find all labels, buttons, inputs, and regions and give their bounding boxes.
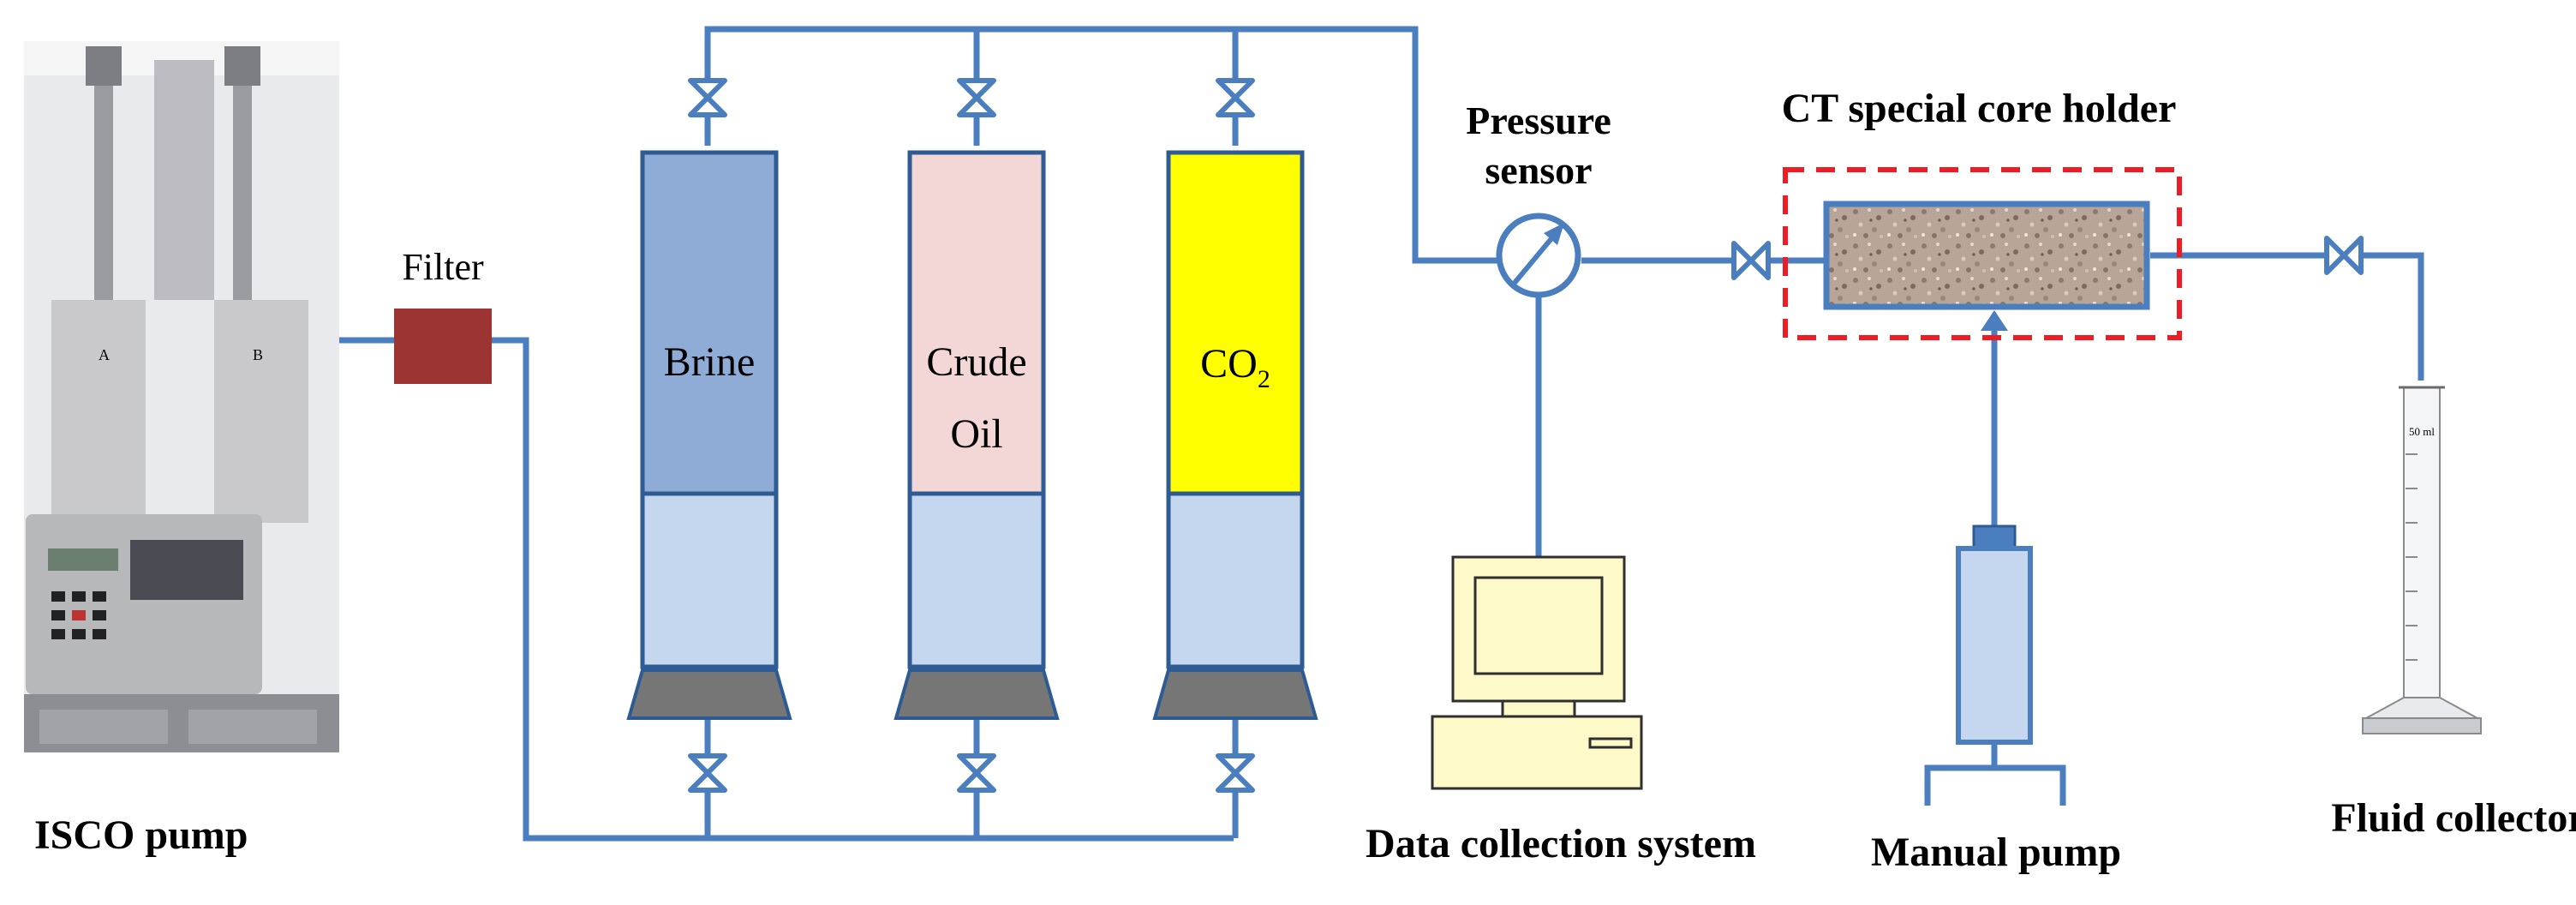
crude-oil-label-line1: Crude [926,339,1026,385]
core-holder-label: CT special core holder [1782,86,2177,131]
cylinder-volume-mark: 50 ml [2409,425,2435,438]
core-sample [1823,201,2150,310]
desktop-computer-icon [1431,555,1643,790]
pressure-gauge-icon [1496,213,1581,298]
pressure-sensor-label-line2: sensor [1485,148,1592,192]
valve-icons [688,78,2364,793]
co2-vessel [1152,150,1318,720]
valve-icon [1731,241,1771,280]
pump-tag-a: A [99,346,110,363]
pump-tag-b: B [253,346,263,363]
valve-icon [688,78,727,117]
brine-vessel [626,150,792,720]
brine-label: Brine [664,339,756,385]
valve-icon [957,78,996,117]
valve-icon [1216,753,1255,793]
filter-block [394,309,492,384]
valve-icon [1216,78,1255,117]
data-collection-label: Data collection system [1366,821,1756,866]
manual-pump-syringe [1956,524,2033,745]
filter-label: Filter [402,246,484,288]
core-holder-dashed-frame [1783,167,2182,340]
graduated-cylinder-icon [2362,386,2482,734]
manual-pump-arrow-icon [1981,310,2008,331]
pressure-sensor-label-line1: Pressure [1466,99,1611,142]
pipe-network [274,26,2424,842]
fluid-collector-label: Fluid collector [2331,795,2576,841]
isco-pump-label: ISCO pump [34,812,248,858]
co2-label: CO2 [1200,341,1270,393]
valve-icon [957,753,996,793]
valve-icon [2324,236,2364,275]
crude-oil-vessel [894,150,1060,720]
valve-icon [688,753,727,793]
crude-oil-label-line2: Oil [950,411,1002,457]
isco-pump-illustration: A B [24,41,339,752]
manual-pump-label: Manual pump [1871,830,2121,875]
